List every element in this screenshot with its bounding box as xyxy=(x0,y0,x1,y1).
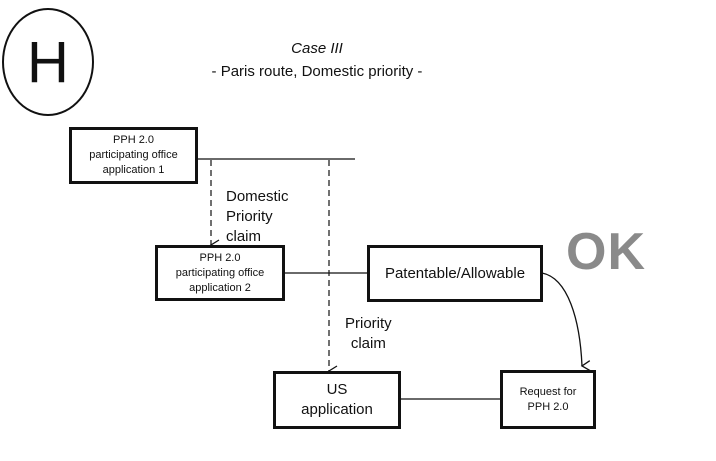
domestic-priority-label-line3: claim xyxy=(226,227,289,247)
node-request-pph-line1: Request for xyxy=(520,385,577,400)
node-patentable: Patentable/Allowable xyxy=(367,245,543,302)
node-app2-line1: PPH 2.0 xyxy=(176,251,264,266)
diagram-title: Case III xyxy=(0,40,634,57)
patentable-to-request-arrow xyxy=(542,273,582,366)
ok-status: OK xyxy=(566,222,646,282)
domestic-priority-label-line1: Domestic xyxy=(226,187,289,207)
domestic-priority-label-line2: Priority xyxy=(226,207,289,227)
node-app2-line3: application 2 xyxy=(176,281,264,296)
node-app1: PPH 2.0 participating office application… xyxy=(69,127,198,184)
node-us-application-line1: US xyxy=(301,380,373,400)
domestic-priority-label: Domestic Priority claim xyxy=(226,187,289,247)
priority-claim-label: Priority claim xyxy=(345,314,392,354)
node-app1-line1: PPH 2.0 xyxy=(89,133,177,148)
diagram-subtitle: - Paris route, Domestic priority - xyxy=(0,63,634,80)
node-us-application-line2: application xyxy=(301,400,373,420)
node-app2: PPH 2.0 participating office application… xyxy=(155,245,285,301)
case-badge-circle: H xyxy=(2,8,94,116)
case-badge-letter: H xyxy=(27,29,69,96)
node-patentable-label: Patentable/Allowable xyxy=(385,264,525,284)
priority-claim-label-line1: Priority xyxy=(345,314,392,334)
node-app1-line2: participating office xyxy=(89,148,177,163)
priority-claim-label-line2: claim xyxy=(345,334,392,354)
node-us-application: US application xyxy=(273,371,401,429)
node-app1-line3: application 1 xyxy=(89,163,177,178)
node-app2-line2: participating office xyxy=(176,266,264,281)
node-request-pph: Request for PPH 2.0 xyxy=(500,370,596,429)
node-request-pph-line2: PPH 2.0 xyxy=(520,400,577,415)
